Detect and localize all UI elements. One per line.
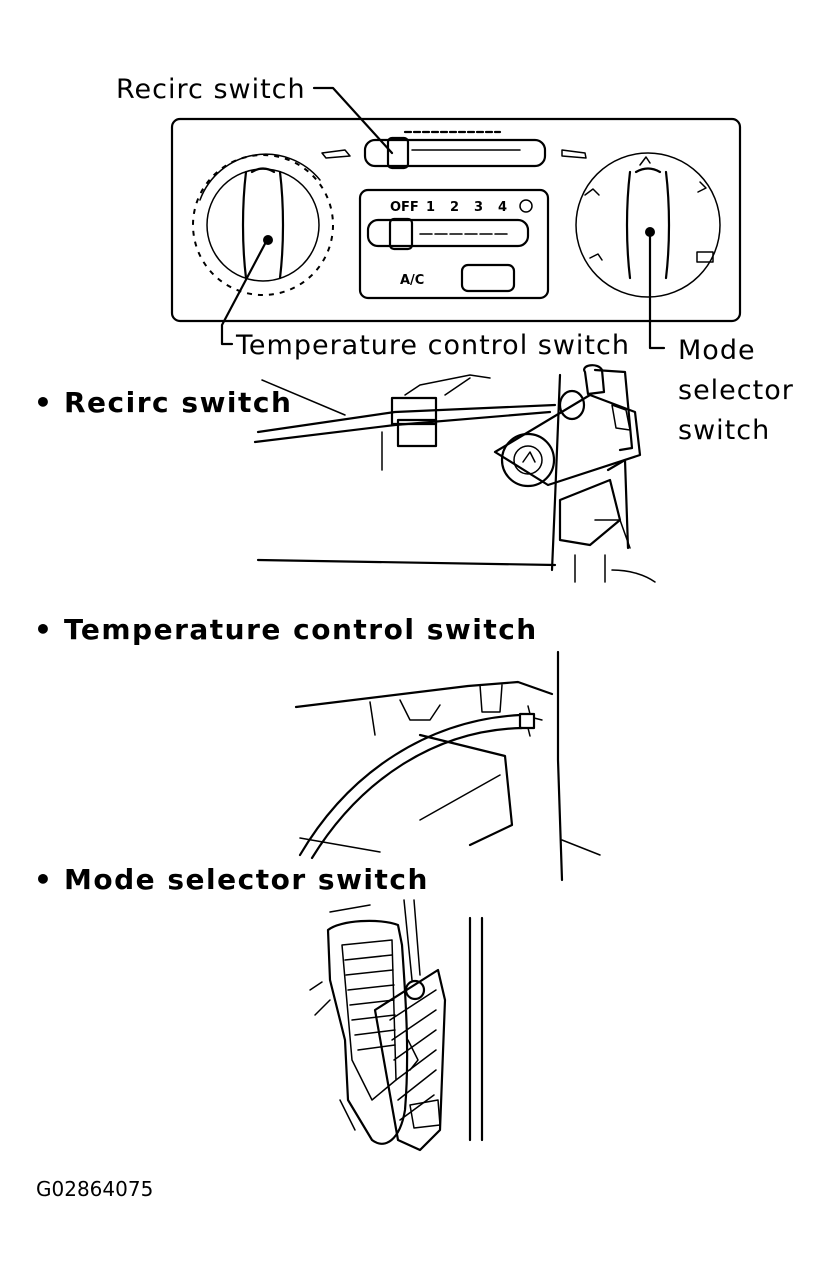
mode-label-line3: switch [678, 415, 770, 446]
fan-speed-off: OFF [390, 200, 419, 215]
fan-speed-1: 1 [426, 200, 435, 215]
mode-knob [575, 152, 721, 298]
temperature-knob [192, 153, 334, 296]
temperature-leader [220, 238, 269, 346]
section-temperature-bullet: • [34, 613, 53, 646]
section-recirc-bullet: • [34, 386, 53, 419]
fan-speed-block: OFF 1 2 3 4 A/C [358, 188, 550, 300]
section-temperature-title: Temperature control switch [64, 613, 538, 646]
section-mode-bullet: • [34, 863, 53, 896]
face-vent-icon [639, 156, 651, 166]
bi-level-icon [584, 188, 600, 196]
recirc-slider [321, 130, 587, 170]
ac-label: A/C [400, 273, 424, 288]
mode-label-line2: selector [678, 375, 794, 406]
temperature-illustration [294, 650, 601, 882]
temperature-control-switch-label: Temperature control switch [235, 330, 630, 361]
fan-speed-2: 2 [450, 200, 459, 215]
recirc-switch-label: Recirc switch [116, 74, 306, 105]
mode-illustration [309, 899, 484, 1152]
control-panel: OFF 1 2 3 4 A/C [170, 117, 742, 323]
fresh-air-icon [321, 149, 351, 159]
recirc-leader [312, 86, 394, 155]
fan-speed-4: 4 [498, 200, 507, 215]
fan-icon [519, 199, 533, 213]
fan-speed-3: 3 [474, 200, 483, 215]
mode-leader [648, 230, 666, 350]
section-recirc-title: Recirc switch [64, 386, 292, 419]
figure-code: G02864075 [36, 1177, 153, 1201]
ac-button [460, 263, 516, 293]
recirc-illustration [253, 364, 656, 583]
panel-frame [170, 117, 742, 323]
foot-vent-icon [697, 181, 707, 193]
section-mode-title: Mode selector switch [64, 863, 429, 896]
recirculate-icon [561, 149, 587, 159]
defrost-icon [696, 251, 714, 263]
foot-defrost-icon [589, 253, 603, 261]
mode-label-line1: Mode [678, 335, 756, 366]
